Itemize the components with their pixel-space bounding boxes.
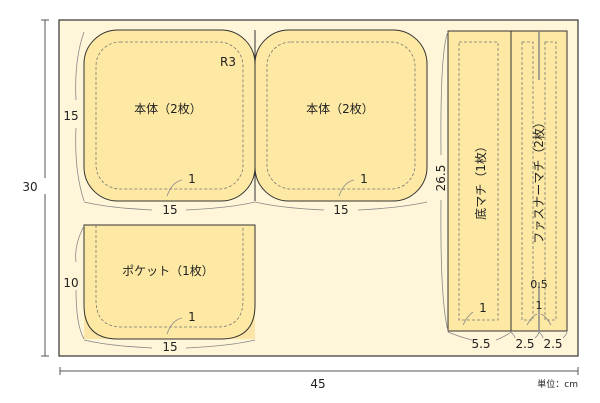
bottom-gusset-height: 26.5 [434,165,448,192]
fabric-height-dimension: 30 [20,19,50,357]
seam-allowance-label: 1 [188,310,196,324]
body-2-label: 本体（2枚） [306,101,374,116]
pocket-height: 10 [63,276,78,290]
corner-radius-label: R3 [220,55,236,69]
bottom-gusset-label: 底マチ（1枚） [473,140,488,220]
seam-allowance-label: 1 [360,172,368,186]
seam-allowance-label: 1 [188,172,196,186]
zipper-gusset-width-left: 2.5 [515,337,534,351]
fabric-width-label: 45 [310,377,325,391]
fabric-width-dimension: 45 [59,367,579,391]
pocket-width: 15 [162,340,177,354]
body-1-label: 本体（2枚） [134,101,202,116]
seam-allowance-label: 1 [536,299,543,312]
bottom-gusset-width: 5.5 [471,337,490,351]
zipper-gap-label: 0.5 [530,278,548,291]
piece-pocket: ポケット（1枚） 1 10 15 [63,224,256,354]
piece-zipper-gusset: ファスナーマチ（2枚） 0.5 1 2.5 2.5 [510,30,568,351]
piece-body-2: 本体（2枚） 1 15 [254,29,428,217]
zipper-gusset-label: ファスナーマチ（2枚） [531,116,546,244]
pocket-label: ポケット（1枚） [122,263,214,278]
body-2-width: 15 [333,203,348,217]
piece-bottom-gusset: 底マチ（1枚） 1 26.5 5.5 [434,30,512,351]
zipper-gusset-width-right: 2.5 [543,337,562,351]
seam-allowance-label: 1 [479,301,487,315]
piece-body-1: 本体（2枚） R3 1 15 15 [63,29,256,217]
unit-label: 単位：cm [537,378,578,390]
body-1-width: 15 [162,203,177,217]
body-1-height: 15 [63,109,78,123]
fabric-height-label: 30 [22,180,37,194]
